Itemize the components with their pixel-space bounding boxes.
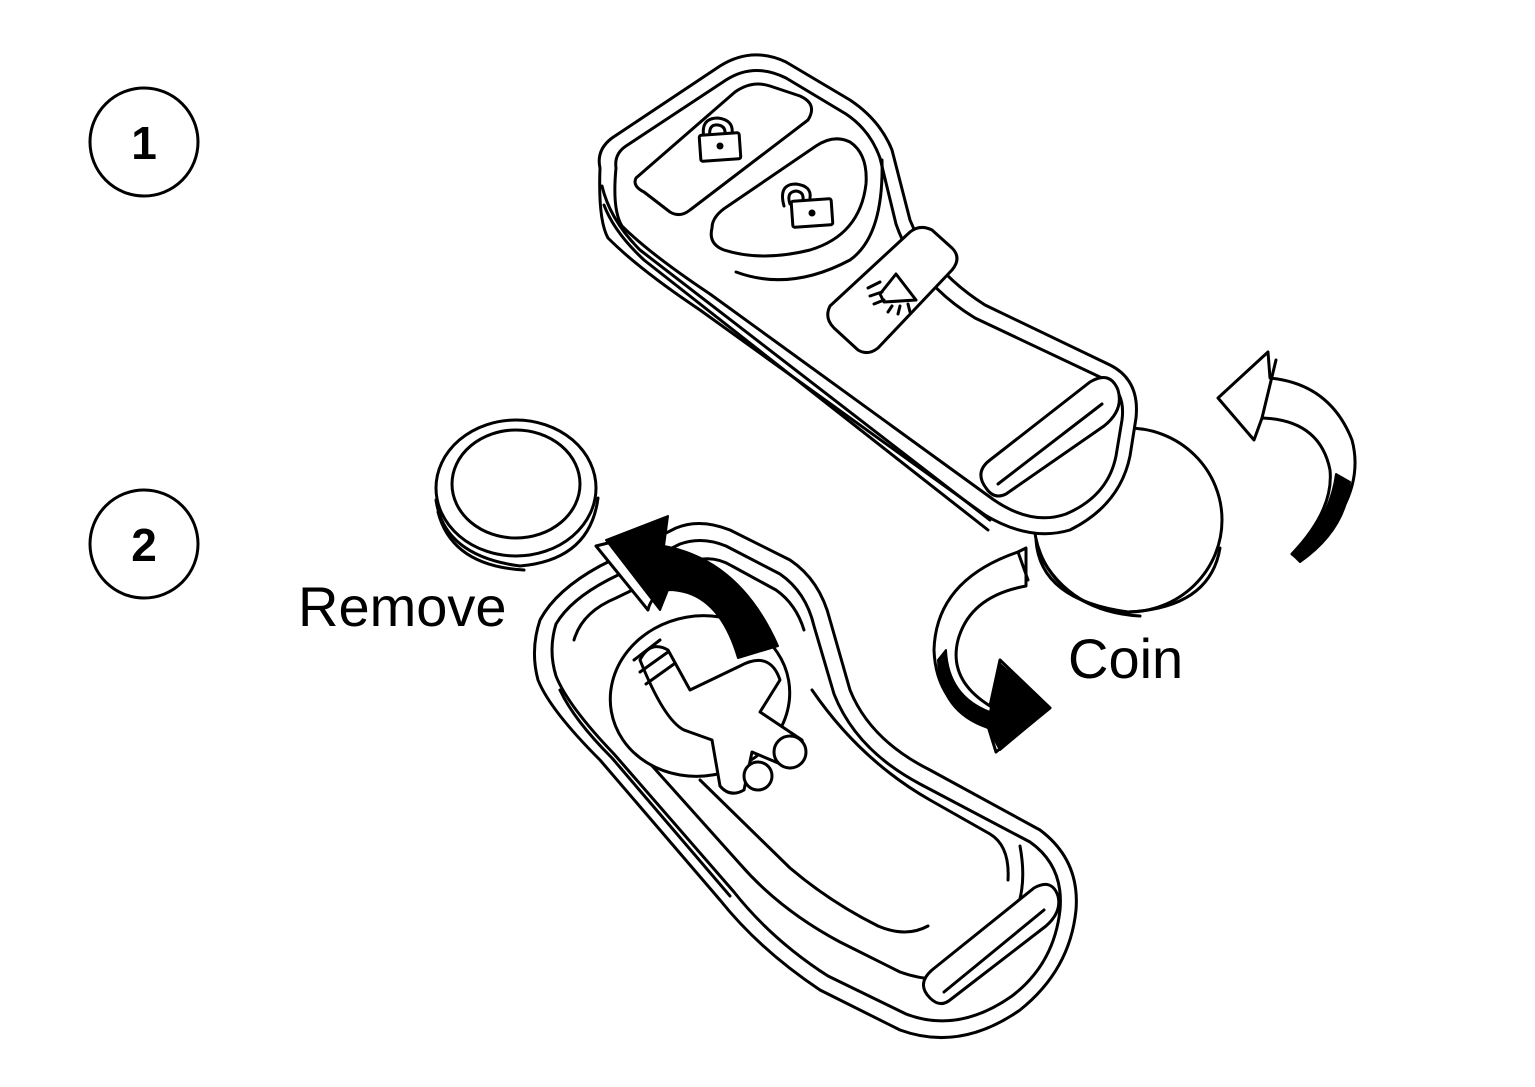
twist-arrow-right [1216,350,1357,563]
step-1-marker: 1 [88,86,200,198]
coin-battery [434,418,600,572]
unlock-button[interactable] [709,137,884,282]
remove-arrow [594,515,779,659]
key-ring-slot [979,376,1121,498]
lock-icon [697,116,743,163]
key-fob-front [597,53,1138,536]
step-2-marker: 2 [88,488,200,600]
step-1-number: 1 [131,117,157,169]
panic-button[interactable] [826,225,959,355]
twist-arrow-left [932,546,1052,754]
key-ring-slot-lower [922,882,1061,1005]
coin-label: Coin [1068,627,1183,690]
step-2-number: 2 [131,519,157,571]
panic-alarm-icon [866,272,918,316]
remove-label: Remove [298,575,507,638]
lock-button[interactable] [633,82,814,217]
unlock-icon [781,182,835,229]
key-fob-back-open [533,522,1078,1040]
